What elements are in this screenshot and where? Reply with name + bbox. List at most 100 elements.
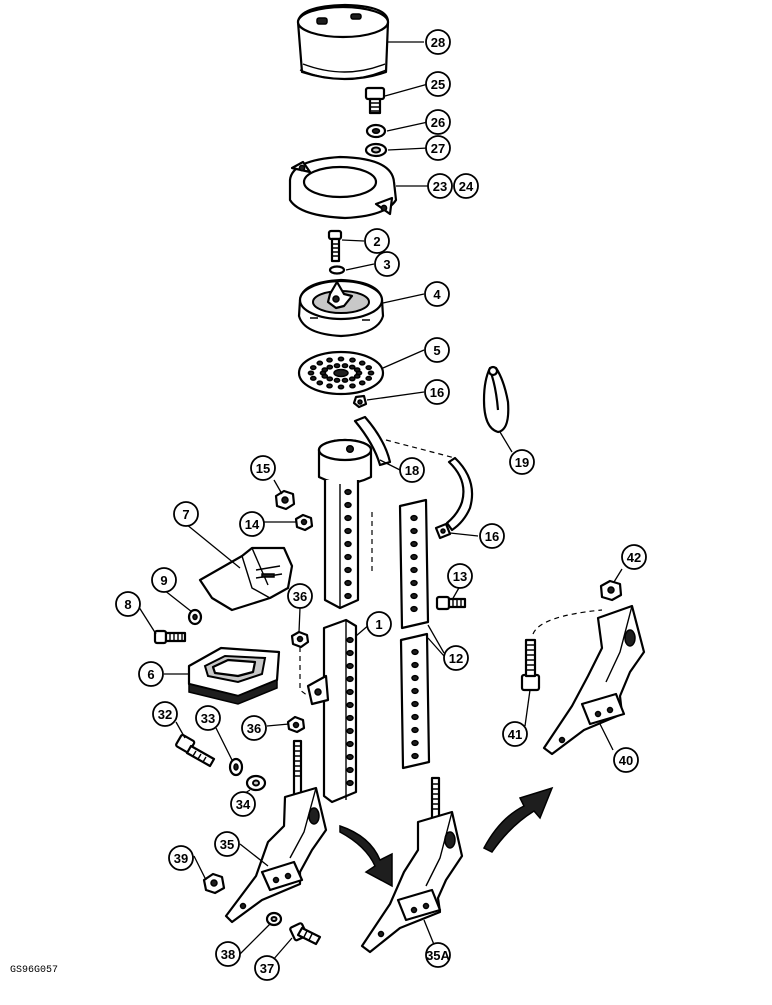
disc-hole (365, 365, 373, 371)
callout-circle (214, 831, 240, 857)
disc-hole (337, 384, 345, 390)
post-hole (410, 527, 418, 535)
callout-number: 19 (515, 455, 529, 470)
callout-5: 5 (424, 337, 450, 363)
callout-circle (443, 645, 469, 671)
post-hole (410, 566, 418, 574)
post-hole (411, 674, 419, 682)
part-bolt-32 (175, 733, 216, 768)
post-hole (344, 579, 352, 587)
part-small-lockwasher (328, 265, 346, 275)
callout-circle (374, 251, 400, 277)
callout-number: 33 (201, 711, 215, 726)
part-hose (353, 415, 474, 532)
callout-19: 19 (509, 449, 535, 475)
part-washer-33 (228, 757, 244, 777)
swap-arrow-left (339, 824, 393, 888)
callout-circle (425, 29, 451, 55)
post-hole (346, 649, 354, 657)
callout-circle (425, 942, 451, 968)
callout-number: 6 (147, 667, 154, 682)
post-hole (411, 726, 419, 734)
callout-35a: 35A (425, 942, 451, 968)
part-perforated-disc (297, 350, 385, 396)
post-hole (411, 700, 419, 708)
nut-alignment-line (299, 647, 309, 697)
callout-26: 26 (425, 109, 451, 135)
callout-circle (168, 845, 194, 871)
callout-number: 41 (508, 727, 522, 742)
callout-number: 8 (124, 597, 131, 612)
callout-circle (239, 511, 265, 537)
disc-hole (349, 357, 356, 363)
disc-hole (333, 363, 341, 369)
part-lower-post (306, 618, 358, 804)
callout-circle (425, 135, 451, 161)
callout-number: 32 (158, 707, 172, 722)
post-hole (346, 766, 354, 774)
callout-circle (230, 791, 256, 817)
callout-number: 12 (449, 651, 463, 666)
callout-circle (502, 721, 528, 747)
callout-number: 1 (375, 617, 382, 632)
part-nut-36-upper (290, 630, 310, 649)
disc-hole (307, 370, 315, 376)
part-shield (198, 546, 294, 612)
callout-circle (425, 109, 451, 135)
post-hole (411, 648, 419, 656)
callout-circle (250, 455, 276, 481)
callout-number: 36 (247, 721, 261, 736)
callout-circle (425, 71, 451, 97)
disc-hole (341, 363, 349, 369)
callout-circle (254, 955, 280, 981)
part-bolt-37 (289, 922, 322, 946)
callout-number: 36 (293, 589, 307, 604)
post-hole (411, 739, 419, 747)
part-bearing-housing (297, 278, 385, 338)
callout-circle (366, 611, 392, 637)
callout-circle (173, 501, 199, 527)
callout-12: 12 (443, 645, 469, 671)
callout-28: 28 (425, 29, 451, 55)
callout-number: 5 (433, 343, 440, 358)
post-hole (410, 514, 418, 522)
part-elbow-fitting-lower (434, 522, 452, 540)
part-elbow-fitting-upper (352, 394, 368, 409)
callout-circle (424, 379, 450, 405)
callout-circle (364, 228, 390, 254)
part-washer (364, 142, 388, 158)
post-hole (346, 779, 354, 787)
callout-8: 8 (115, 591, 141, 617)
post-hole (344, 501, 352, 509)
callout-circle (621, 544, 647, 570)
post-hole (346, 701, 354, 709)
callout-circle (152, 701, 178, 727)
part-washer-34 (245, 774, 267, 792)
part-bolt-right (435, 595, 467, 611)
callout-41: 41 (502, 721, 528, 747)
callout-number: 34 (236, 797, 251, 812)
callout-circle (479, 523, 505, 549)
callout-circle (115, 591, 141, 617)
callout-4: 4 (424, 281, 450, 307)
post-hole (344, 553, 352, 561)
figure-reference-code: GS96G057 (10, 965, 58, 976)
part-small-bolt (327, 229, 343, 263)
part-cap-bolt (364, 86, 386, 115)
callout-40: 40 (613, 747, 639, 773)
disc-hole (326, 383, 333, 389)
callout-number: 14 (245, 517, 260, 532)
callout-number: 27 (431, 141, 445, 156)
part-shank-35 (224, 739, 328, 924)
post-hole (344, 540, 352, 548)
disc-hole (358, 360, 366, 366)
callout-number: 23 (433, 179, 447, 194)
disc-hole (309, 375, 317, 381)
callout-34: 34 (230, 791, 256, 817)
callout-32: 32 (152, 701, 178, 727)
callout-circle (613, 747, 639, 773)
post-hole (346, 753, 354, 761)
callout-9: 9 (151, 567, 177, 593)
